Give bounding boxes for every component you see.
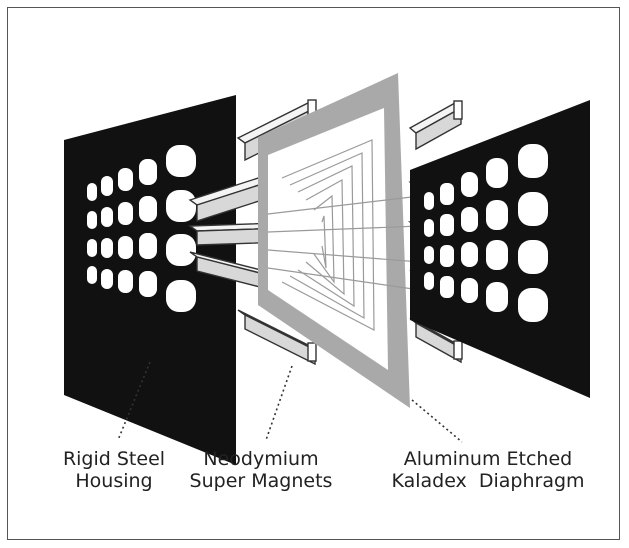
left-steel-housing [64,95,236,465]
diaphragm-label-line1: Aluminum Etched [403,448,573,470]
housing-label: Rigid Steel Housing [44,448,184,492]
magnets-label-line1: Neodymium [203,448,319,470]
housing-label-line1: Rigid Steel [62,448,166,470]
magnets-leader-line [265,365,293,441]
diaphragm-label: Aluminum Etched Kaladex Diaphragm [378,448,598,492]
housing-label-line2: Housing [75,470,153,492]
housing-leader-line [117,361,151,441]
etched-traces [267,139,421,331]
magnets-label-line2: Super Magnets [189,470,333,492]
diaphragm-leader-line [411,399,463,443]
diaphragm-assembly [258,73,421,408]
right-steel-housing [410,100,590,398]
left-housing-holes [87,145,196,312]
magnets-label: Neodymium Super Magnets [176,448,346,492]
diaphragm-label-line2: Kaladex Diaphragm [391,470,585,492]
leader-lines [117,361,463,443]
right-housing-holes [424,144,548,322]
diagram-border [7,7,620,540]
